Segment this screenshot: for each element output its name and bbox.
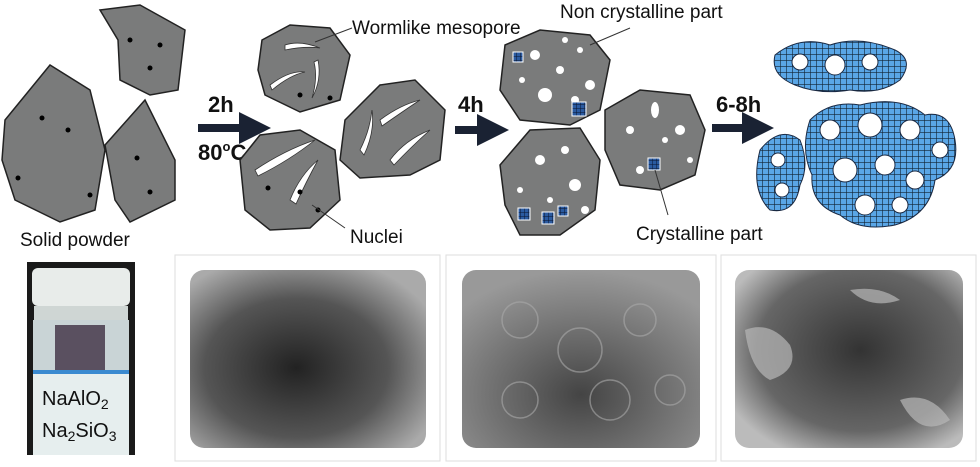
step-1-time: 2h (208, 92, 234, 117)
solid-powder-particles (1, 4, 186, 223)
step-3-time: 6-8h (716, 92, 761, 117)
formula-sodium-silicate: Na2SiO3 (42, 420, 117, 444)
partially-crystalline-particles (499, 27, 706, 236)
nuclei-label: Nuclei (350, 227, 403, 248)
mesopore-particles (239, 24, 446, 231)
step-2-time: 4h (458, 92, 484, 117)
wormlike-mesopore-label: Wormlike mesopore (352, 18, 521, 39)
precursor-bottle-photo: NaAlO2 Na2SiO3 (27, 262, 135, 455)
crystalline-zeolite-particles (756, 40, 957, 228)
formula-sodium-aluminate: NaAlO2 (42, 388, 109, 412)
step-1-temperature: 80oC (198, 139, 246, 165)
tem-image-2h (174, 254, 441, 462)
solid-powder-label: Solid powder (20, 230, 131, 251)
crystalline-part-label: Crystalline part (636, 224, 763, 245)
tem-image-6-8h (720, 254, 977, 462)
tem-image-4h (445, 254, 717, 462)
non-crystalline-part-label: Non crystalline part (560, 2, 723, 23)
